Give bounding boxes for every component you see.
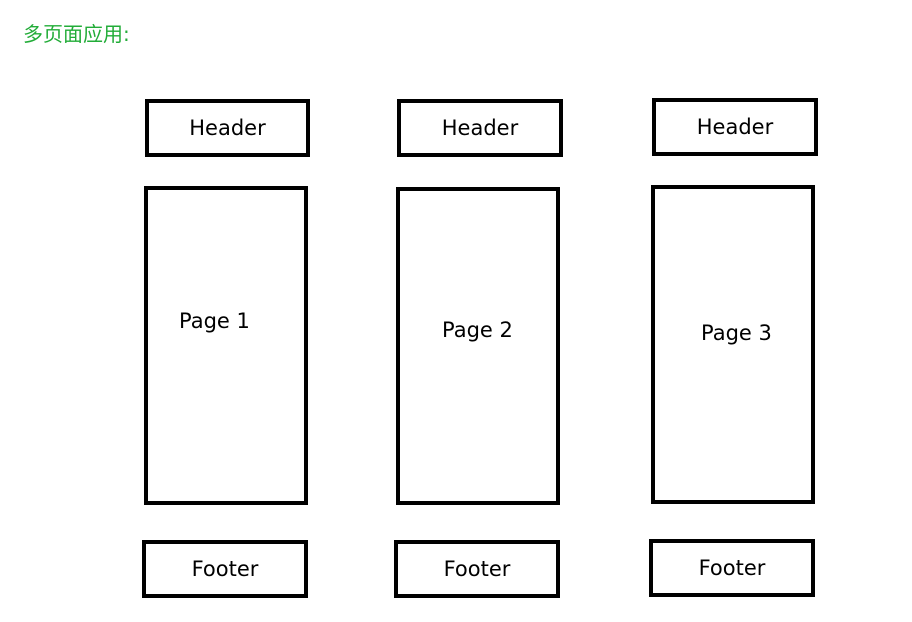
footer-label-2: Footer [443, 557, 511, 581]
page-box-3: Page 3 [651, 185, 815, 504]
header-label-2: Header [441, 116, 519, 140]
footer-box-2: Footer [394, 540, 560, 598]
header-label-3: Header [696, 115, 774, 139]
footer-label-3: Footer [698, 556, 766, 580]
footer-box-1: Footer [142, 540, 308, 598]
page-label-3: Page 3 [701, 321, 772, 345]
page-box-1: Page 1 [144, 186, 308, 505]
footer-label-1: Footer [191, 557, 259, 581]
header-label-1: Header [189, 116, 266, 140]
footer-box-3: Footer [649, 539, 815, 597]
header-box-1: Header [145, 99, 310, 157]
diagram-title: 多页面应用: [23, 22, 130, 46]
page-box-2: Page 2 [396, 187, 560, 505]
page-label-1: Page 1 [179, 309, 250, 333]
header-box-2: Header [397, 99, 563, 157]
header-box-3: Header [652, 98, 818, 156]
page-label-2: Page 2 [442, 318, 513, 342]
